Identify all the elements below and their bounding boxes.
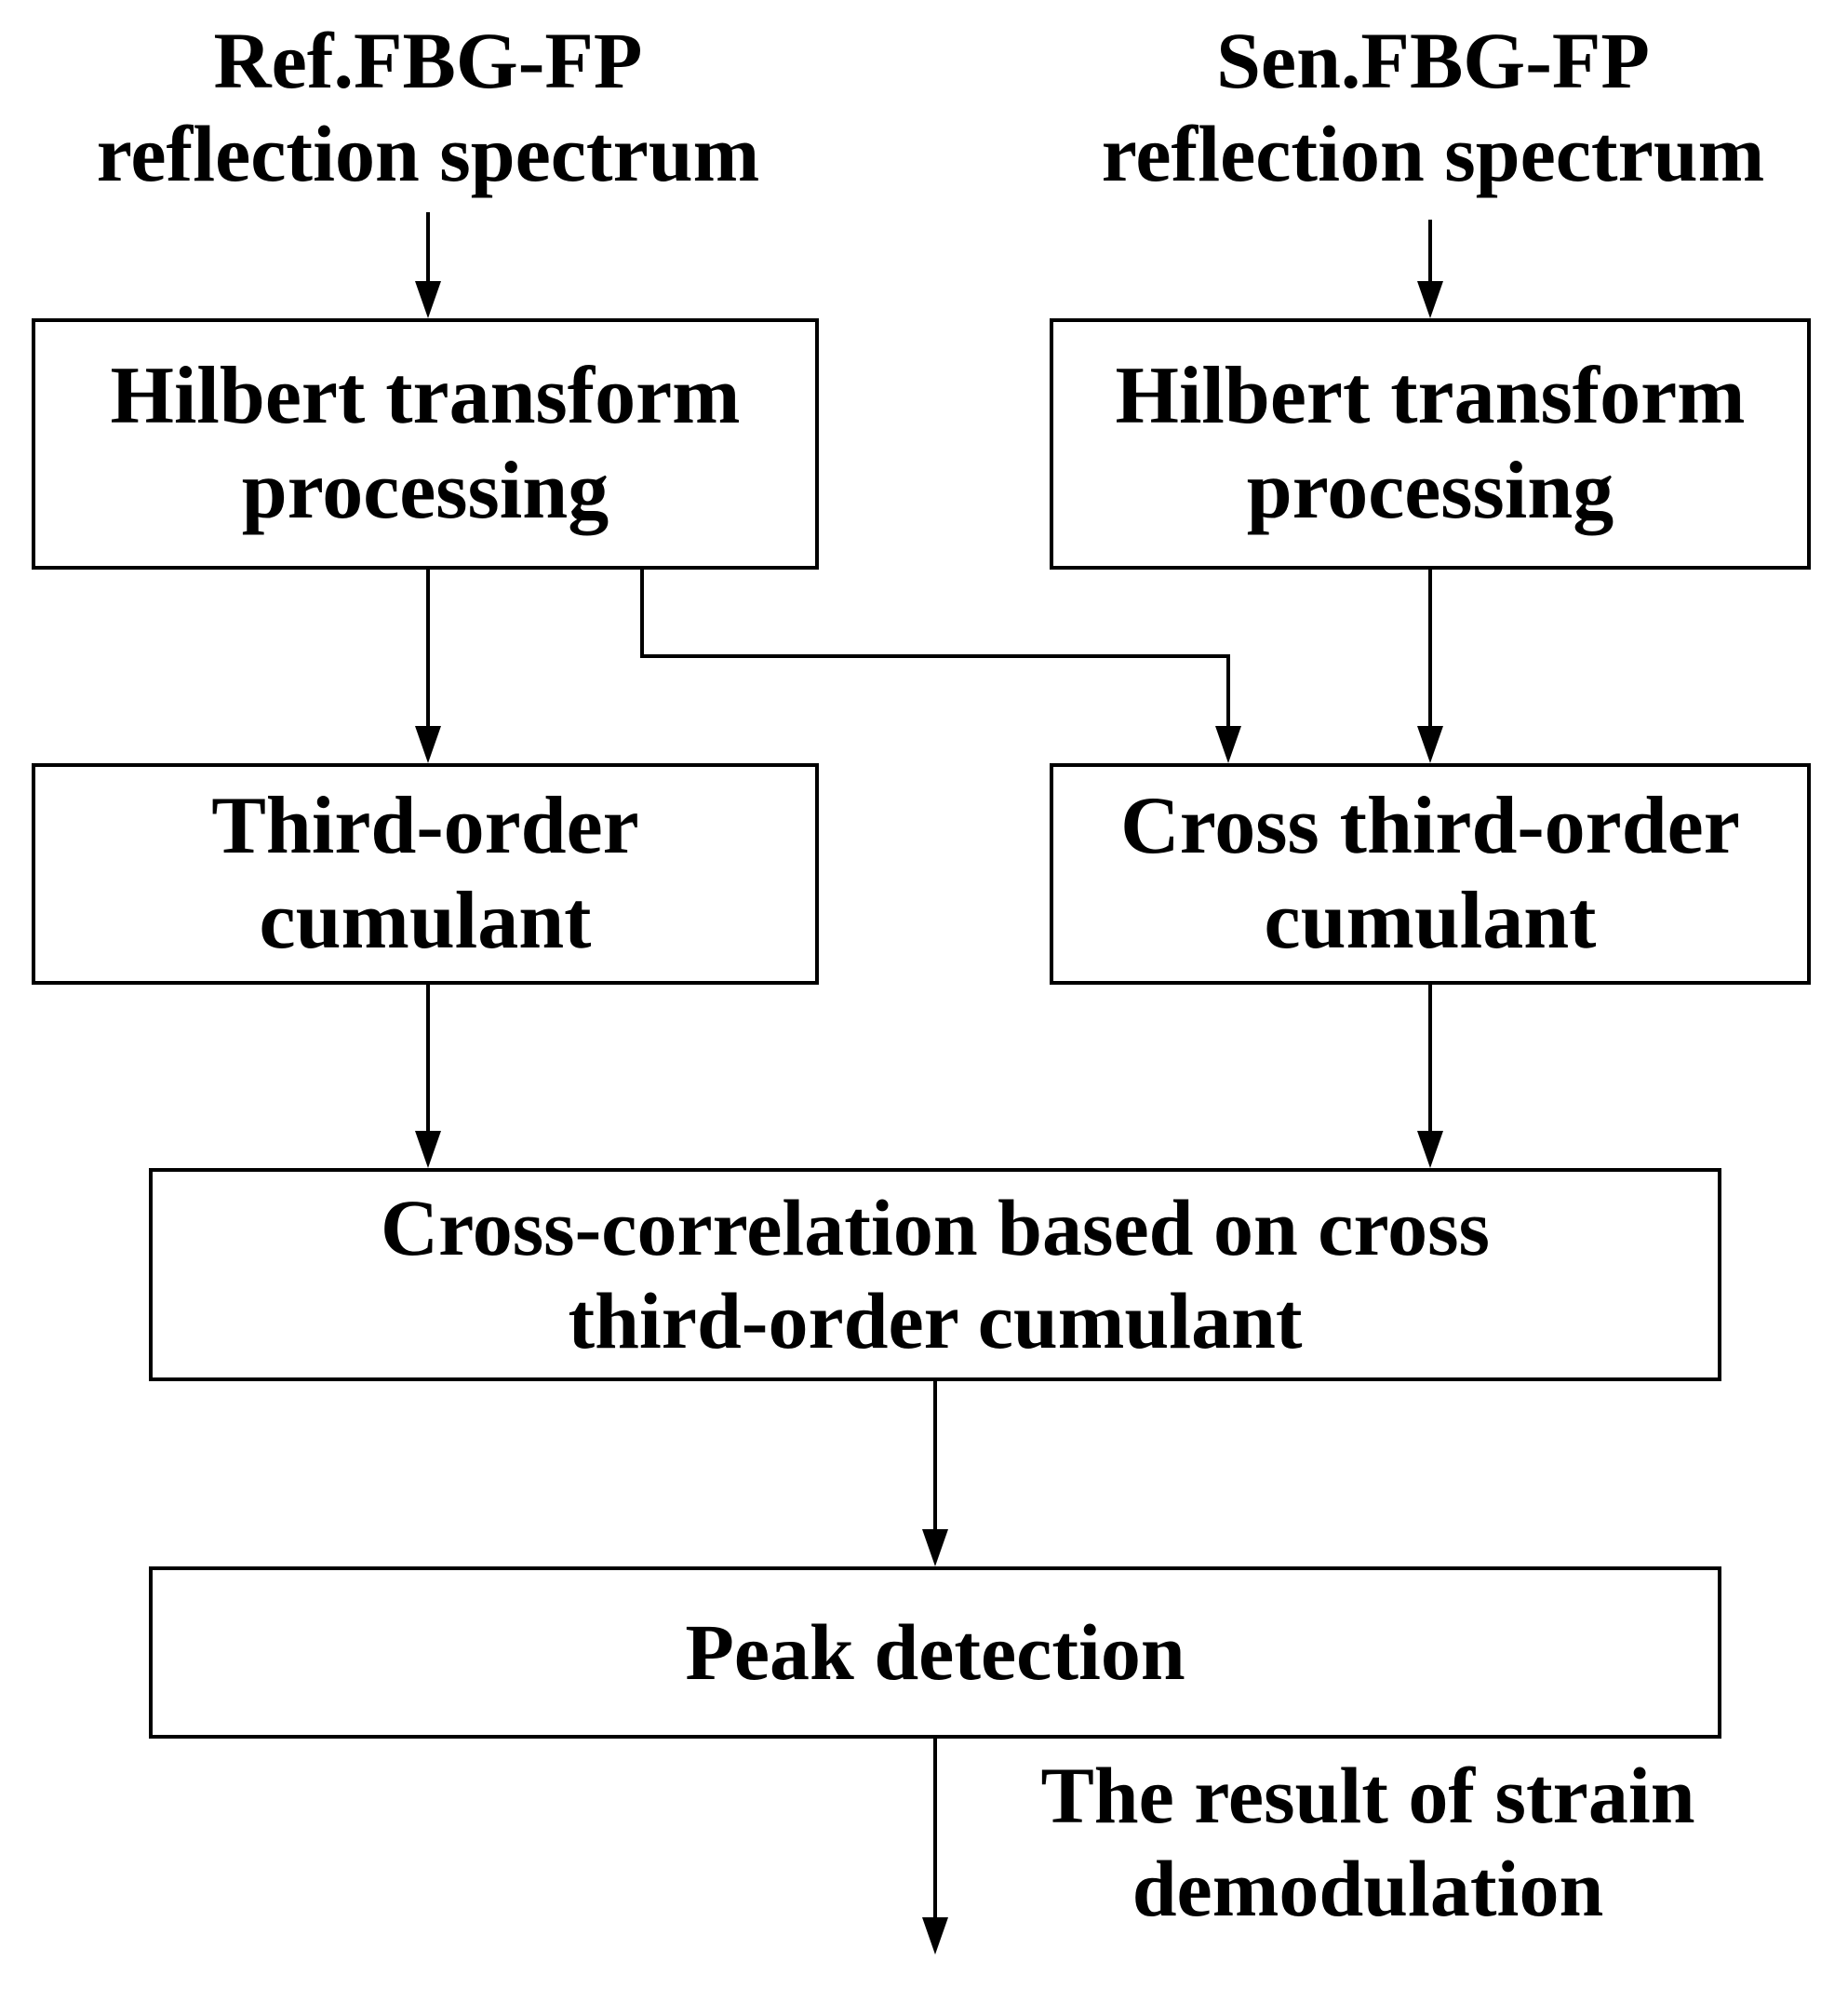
output-label: The result of strain demodulation xyxy=(958,1750,1777,1936)
input-label-sen-line2: reflection spectrum xyxy=(1101,108,1765,198)
arrowhead-peak xyxy=(922,1529,948,1566)
cross-correlation-line1: Cross-correlation based on cross xyxy=(380,1182,1491,1272)
arrowhead-output xyxy=(922,1917,948,1955)
input-label-ref-line1: Ref.FBG-FP xyxy=(213,16,643,105)
input-label-sen-line1: Sen.FBG-FP xyxy=(1216,16,1650,105)
input-label-ref-line2: reflection spectrum xyxy=(96,108,760,198)
arrowhead-cross-right xyxy=(1417,726,1443,763)
third-order-line2: cumulant xyxy=(259,876,592,966)
third-order-line1: Third-order xyxy=(211,780,639,871)
output-label-line2: demodulation xyxy=(1132,1843,1604,1933)
input-label-ref: Ref.FBG-FP reflection spectrum xyxy=(37,15,819,201)
arrow-hilbert-left-to-cross-third-order xyxy=(640,570,1230,733)
arrowhead-cross-left xyxy=(1215,726,1241,763)
hilbert-transform-box-left: Hilbert transform processing xyxy=(32,318,819,570)
input-label-sen: Sen.FBG-FP reflection spectrum xyxy=(1042,15,1824,201)
cross-correlation-line2: third-order cumulant xyxy=(568,1275,1303,1365)
peak-detection-line1: Peak detection xyxy=(685,1606,1185,1697)
output-label-line1: The result of strain xyxy=(1040,1751,1695,1840)
arrowhead-cc-right xyxy=(1417,1131,1443,1168)
cross-correlation-box: Cross-correlation based on cross third-o… xyxy=(149,1168,1721,1381)
hilbert-left-line2: processing xyxy=(241,446,609,536)
arrowhead-ref xyxy=(415,281,441,318)
cross-third-order-line1: Cross third-order xyxy=(1120,780,1740,871)
peak-detection-box: Peak detection xyxy=(149,1566,1721,1739)
hilbert-transform-box-right: Hilbert transform processing xyxy=(1050,318,1811,570)
arrowhead-sen xyxy=(1417,281,1443,318)
hilbert-right-line1: Hilbert transform xyxy=(1115,350,1746,441)
arrowhead-third-order xyxy=(415,726,441,763)
hilbert-right-line2: processing xyxy=(1246,446,1614,536)
cross-third-order-line2: cumulant xyxy=(1264,876,1597,966)
cross-third-order-cumulant-box: Cross third-order cumulant xyxy=(1050,763,1811,985)
third-order-cumulant-box: Third-order cumulant xyxy=(32,763,819,985)
hilbert-left-line1: Hilbert transform xyxy=(110,350,741,441)
arrowhead-cc-left xyxy=(415,1131,441,1168)
